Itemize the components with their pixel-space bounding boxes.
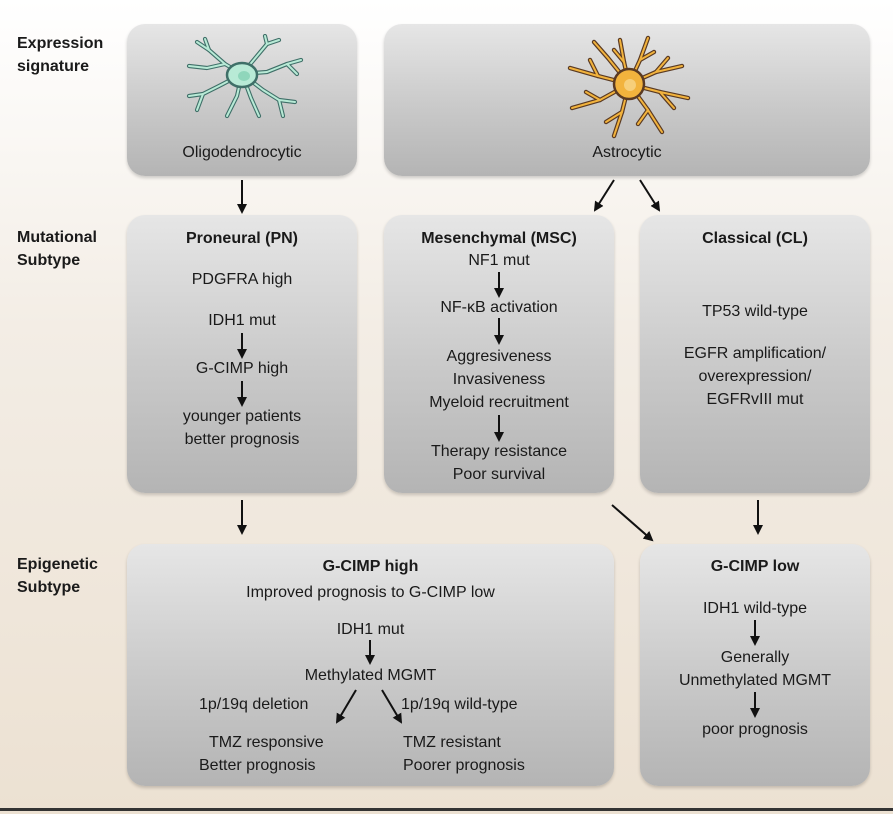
mesenchymal-line: Invasiveness <box>452 371 546 388</box>
classical-line: overexpression/ <box>698 368 812 385</box>
classical-line: EGFR amplification/ <box>683 345 827 362</box>
gcimp-low-title: G-CIMP low <box>710 558 800 575</box>
footer-divider <box>0 808 893 811</box>
oligodendrocytic-box: Oligodendrocytic <box>127 24 357 176</box>
gcimp-high-box: G-CIMP high Improved prognosis to G-CIMP… <box>127 544 614 786</box>
classical-line: TP53 wild-type <box>702 303 808 320</box>
proneural-line: PDGFRA high <box>191 271 293 288</box>
classical-line: EGFRvIII mut <box>706 391 804 408</box>
gcimp-high-title: G-CIMP high <box>322 558 419 575</box>
gcimp-high-line: Better prognosis <box>199 757 316 774</box>
proneural-line: younger patients <box>182 408 302 425</box>
mesenchymal-line: NF1 mut <box>468 252 530 269</box>
mesenchymal-line: Therapy resistance <box>430 443 568 460</box>
classical-title: Classical (CL) <box>702 230 808 247</box>
gcimp-low-line: Generally <box>720 649 790 666</box>
oligodendrocyte-icon <box>186 34 304 119</box>
astrocytic-box: Astrocytic <box>384 24 870 176</box>
gcimp-low-line: Unmethylated MGMT <box>678 672 832 689</box>
row-label-line: Expression <box>17 35 104 52</box>
row-label-line: Subtype <box>17 252 81 269</box>
astrocytic-label: Astrocytic <box>592 144 662 161</box>
oligodendrocytic-label: Oligodendrocytic <box>182 144 302 161</box>
arrow <box>639 179 661 212</box>
row-label-line: Mutational <box>17 229 97 246</box>
gcimp-high-line: TMZ resistant <box>403 734 501 751</box>
gcimp-low-line: poor prognosis <box>702 721 808 738</box>
gcimp-low-box: G-CIMP low IDH1 wild-type Generally Unme… <box>640 544 870 786</box>
row-label-expression-signature: Expression signature <box>17 32 103 78</box>
astrocyte-icon <box>567 35 691 139</box>
mesenchymal-line: Poor survival <box>452 466 546 483</box>
gcimp-high-line: TMZ responsive <box>209 734 324 751</box>
row-label-mutational-subtype: Mutational Subtype <box>17 226 97 272</box>
mesenchymal-box: Mesenchymal (MSC) NF1 mut NF-κB activati… <box>384 215 614 493</box>
gcimp-high-line: IDH1 mut <box>336 621 405 638</box>
mesenchymal-line: Myeloid recruitment <box>429 394 569 411</box>
gcimp-high-line: 1p/19q wild-type <box>401 696 518 713</box>
classical-box: Classical (CL) TP53 wild-type EGFR ampli… <box>640 215 870 493</box>
mesenchymal-line: NF-κB activation <box>440 299 558 316</box>
gcimp-high-line: Methylated MGMT <box>304 667 437 684</box>
arrow <box>611 504 654 542</box>
arrow <box>593 179 615 212</box>
proneural-line: G-CIMP high <box>195 360 289 377</box>
gcimp-high-line: Poorer prognosis <box>403 757 525 774</box>
row-label-line: signature <box>17 58 90 75</box>
row-label-line: Subtype <box>17 579 81 596</box>
gcimp-high-line: Improved prognosis to G-CIMP low <box>246 584 495 601</box>
row-label-epigenetic-subtype: Epigenetic Subtype <box>17 553 98 599</box>
mesenchymal-line: Aggresiveness <box>446 348 552 365</box>
proneural-box: Proneural (PN) PDGFRA high IDH1 mut G-CI… <box>127 215 357 493</box>
proneural-line: IDH1 mut <box>208 312 276 329</box>
gcimp-low-line: IDH1 wild-type <box>702 600 808 617</box>
proneural-line: better prognosis <box>184 431 300 448</box>
row-label-line: Epigenetic <box>17 556 98 573</box>
proneural-title: Proneural (PN) <box>185 230 298 247</box>
gcimp-high-line: 1p/19q deletion <box>199 696 309 713</box>
mesenchymal-title: Mesenchymal (MSC) <box>421 230 577 247</box>
